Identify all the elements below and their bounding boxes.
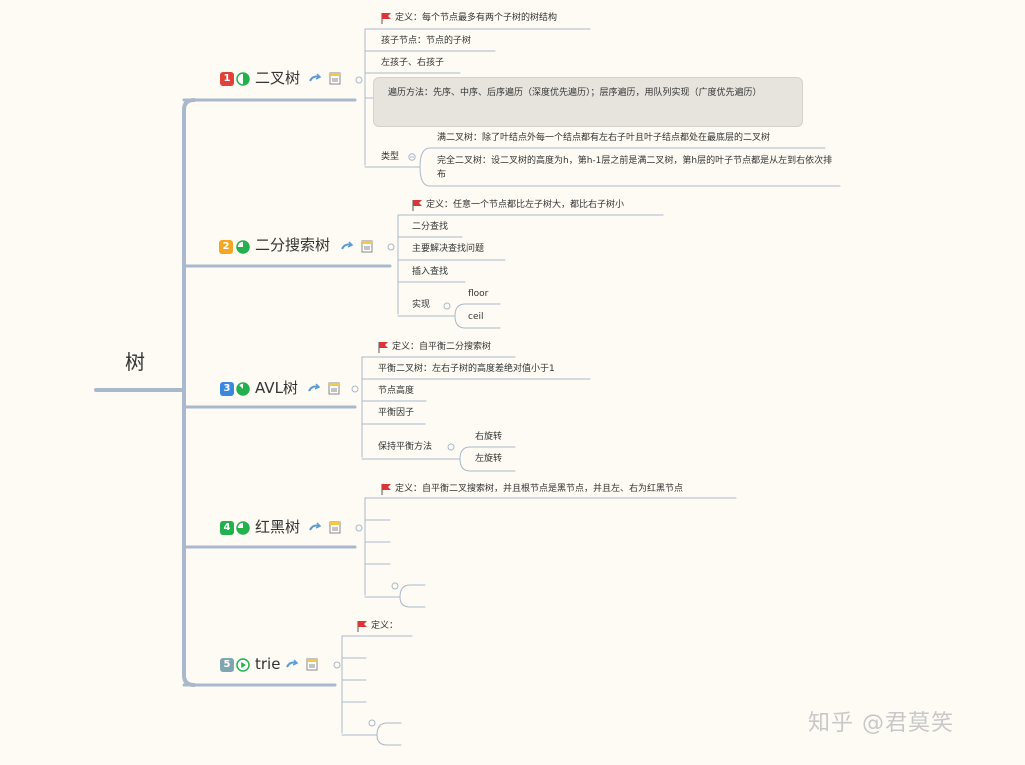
bst-item-search-problem[interactable]: 主要解决查找问题 — [412, 244, 485, 254]
bt-traversal[interactable]: 遍历方法：先序、中序、后序遍历（深度优先遍历）；层序遍历，用队列实现（广度优先遍… — [388, 88, 762, 98]
root-topic[interactable]: 树 — [125, 350, 145, 374]
flag-icon — [357, 621, 367, 632]
topic-binary-search-tree[interactable]: 二分搜索树 — [255, 236, 331, 254]
almost-full-progress-icon — [236, 382, 250, 396]
topic-red-black-tree[interactable]: 红黑树 — [255, 518, 301, 536]
flag-icon — [381, 13, 391, 24]
avl-rotate-left[interactable]: 左旋转 — [475, 454, 503, 464]
bst-definition[interactable]: 定义：任意一个节点都比左子树大，都比右子树小 — [426, 200, 625, 210]
collapse-icon[interactable] — [408, 153, 416, 161]
avl-definition[interactable]: 定义：自平衡二分搜索树 — [392, 342, 492, 352]
avl-rotate-right[interactable]: 右旋转 — [475, 432, 503, 442]
avl-balance-label[interactable]: 保持平衡方法 — [378, 442, 433, 452]
three-quarter-progress-icon — [236, 240, 250, 254]
bt-item-left-right[interactable]: 左孩子、右孩子 — [381, 58, 445, 68]
watermark: 知乎 @君莫笑 — [808, 711, 954, 736]
note-icon[interactable] — [329, 72, 341, 85]
note-icon[interactable] — [329, 521, 341, 534]
bt-type-complete[interactable]: 完全二叉树：设二叉树的高度为h，第h-1层之前是满二叉树，第h层的叶子节点都是从… — [437, 156, 833, 180]
bt-types-label[interactable]: 类型 — [381, 152, 400, 162]
link-icon[interactable] — [308, 73, 322, 85]
priority-2-badge: 2 — [219, 240, 233, 254]
bt-definition[interactable]: 定义：每个节点最多有两个子树的树结构 — [395, 13, 558, 23]
flag-icon — [412, 200, 422, 211]
topic-avl-tree[interactable]: AVL树 — [255, 379, 298, 397]
note-icon[interactable] — [361, 240, 373, 253]
bt-traversal-box — [373, 77, 803, 127]
priority-3-badge: 3 — [220, 382, 234, 396]
flag-icon — [378, 342, 388, 353]
bst-item-insert-search[interactable]: 插入查找 — [412, 267, 449, 277]
bst-item-binary-search[interactable]: 二分查找 — [412, 222, 449, 232]
link-icon[interactable] — [308, 522, 322, 534]
trie-definition[interactable]: 定义： — [371, 621, 399, 631]
topic-trie[interactable]: trie — [255, 655, 281, 673]
priority-1-badge: 1 — [220, 72, 234, 86]
bst-impl-label[interactable]: 实现 — [412, 300, 431, 310]
note-icon[interactable] — [328, 382, 340, 395]
note-icon[interactable] — [306, 658, 318, 671]
priority-5-badge: 5 — [220, 658, 234, 672]
three-quarter-progress-icon — [236, 521, 250, 535]
root-spine — [182, 98, 196, 687]
link-icon[interactable] — [285, 659, 299, 671]
bst-impl-floor[interactable]: floor — [468, 289, 489, 299]
play-icon — [236, 658, 250, 672]
rbt-definition[interactable]: 定义：自平衡二叉搜索树，并且根节点是黑节点，并且左、右为红黑节点 — [395, 484, 684, 494]
avl-item-balance-factor[interactable]: 平衡因子 — [378, 408, 415, 418]
avl-item-height[interactable]: 节点高度 — [378, 386, 415, 396]
topic-binary-tree[interactable]: 二叉树 — [255, 69, 301, 87]
flag-icon — [381, 484, 391, 495]
bst-impl-ceil[interactable]: ceil — [468, 312, 484, 322]
half-progress-icon — [236, 72, 250, 86]
priority-4-badge: 4 — [220, 521, 234, 535]
avl-item-balanced[interactable]: 平衡二叉树：左右子树的高度差绝对值小于1 — [378, 364, 555, 374]
link-icon[interactable] — [307, 383, 321, 395]
link-icon[interactable] — [340, 241, 354, 253]
bt-item-child-node[interactable]: 孩子节点：节点的子树 — [381, 36, 472, 46]
bt-type-full[interactable]: 满二叉树：除了叶结点外每一个结点都有左右子叶且叶子结点都处在最底层的二叉树 — [437, 133, 771, 143]
